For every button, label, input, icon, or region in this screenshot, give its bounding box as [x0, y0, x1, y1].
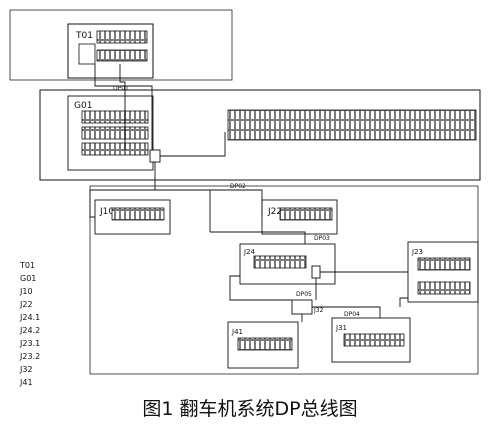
legend-g01: G01: [20, 274, 36, 283]
j24-label: J24: [243, 248, 256, 256]
legend-j32: J32: [19, 365, 33, 374]
j23-module-strip-2: [417, 281, 471, 295]
legend-j41: J41: [19, 378, 33, 387]
g01-remote-strip: [227, 109, 477, 141]
t01-label: T01: [75, 31, 93, 41]
g01-module-strip-3: [81, 142, 149, 156]
j41-cabinet: J41: [227, 321, 299, 369]
j31-module-strip: [343, 333, 405, 347]
bus-label-dp03: DP03: [314, 235, 330, 242]
j24-cabinet: J24: [239, 243, 336, 285]
g01-dp-repeater: [149, 149, 161, 163]
j24-dp-node: [311, 265, 321, 279]
j22-module-strip: [279, 207, 333, 221]
legend-j232: J23.2: [19, 352, 40, 361]
j23-module-strip: [417, 257, 471, 271]
g01-module-strip-1: [81, 110, 149, 124]
legend-j22: J22: [19, 300, 33, 309]
j41-label: J41: [231, 328, 243, 336]
j10-label: J10: [99, 207, 114, 217]
dp-bus-lines-top: [94, 64, 226, 157]
bus-label-dp04: DP04: [344, 311, 360, 318]
top-region-frame: [9, 9, 233, 81]
t01-module-strip-2: [96, 49, 148, 62]
t01-cpu-module: [78, 43, 96, 65]
g01-label: G01: [74, 101, 92, 111]
j22-cabinet: J22: [261, 199, 338, 235]
j10-cabinet: J10: [94, 199, 171, 235]
j10-module-strip: [111, 207, 165, 221]
bus-label-dp01: DP01: [113, 85, 129, 92]
figure-caption: 图1 翻车机系统DP总线图: [142, 398, 358, 420]
j24-module-strip: [253, 255, 307, 269]
j31-cabinet: J31: [331, 317, 411, 363]
legend-j242: J24.2: [19, 326, 40, 335]
dp-bus-lines-lower: [229, 271, 408, 322]
legend-j241: J24.1: [19, 313, 40, 322]
legend-j10: J10: [19, 287, 33, 296]
legend-t01: T01: [19, 261, 35, 270]
dp-bus-lines-middle: [89, 162, 306, 244]
j41-module-strip: [237, 337, 293, 351]
bus-label-dp05: DP05: [296, 291, 312, 298]
j32-label: J32: [313, 307, 324, 314]
j23-cabinet: J23: [407, 241, 479, 303]
j22-label: J22: [267, 207, 282, 217]
j32-frame: [291, 299, 313, 315]
legend-j231: J23.1: [19, 339, 40, 348]
t01-module-strip-1: [96, 30, 148, 44]
g01-module-strip-2: [81, 126, 149, 140]
bus-label-dp02: DP02: [230, 183, 246, 190]
t01-cabinet: T01: [67, 23, 154, 79]
legend-list: T01 G01 J10 J22 J24.1 J24.2 J23.1 J23.2 …: [19, 261, 40, 387]
g01-cabinet: G01: [39, 89, 481, 181]
j31-label: J31: [335, 324, 347, 332]
j23-label: J23: [411, 248, 423, 256]
